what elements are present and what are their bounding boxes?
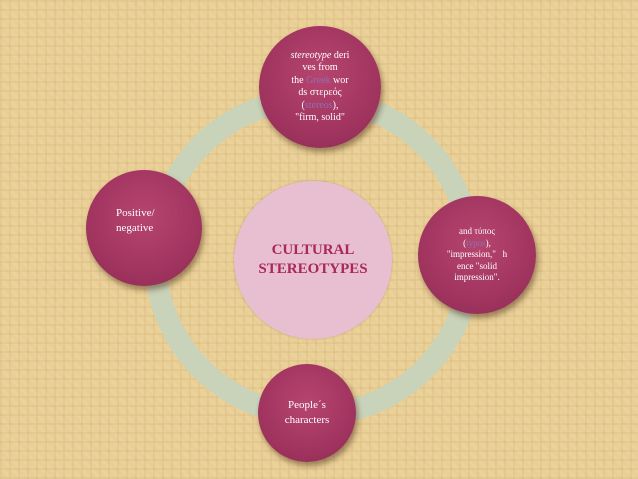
center-circle: CULTURAL STEREOTYPES bbox=[234, 181, 392, 339]
bottom-node-line2: characters bbox=[284, 414, 330, 426]
top-node-line4: ds στερεός bbox=[298, 87, 342, 98]
greek-link[interactable]: Greek bbox=[306, 74, 331, 86]
typos-link[interactable]: typos bbox=[466, 237, 486, 248]
right-node-line1: and τύπος bbox=[459, 226, 495, 237]
peoples-characters-node: People´s characters bbox=[258, 364, 356, 462]
right-node-line2: (typos), bbox=[463, 238, 491, 250]
term-stereotype: stereotype bbox=[290, 49, 332, 61]
bottom-node-line1: People´s bbox=[288, 399, 326, 411]
top-node-line3-post: wor bbox=[330, 74, 349, 86]
left-node-line2: negative bbox=[116, 222, 154, 234]
top-node-line5-post: ), bbox=[332, 99, 339, 111]
top-node-line5: (stereos), bbox=[302, 100, 339, 113]
etymology-typos-node: and τύπος (typos), "impression," h ence … bbox=[418, 196, 536, 314]
left-node-line1: Positive/ bbox=[116, 207, 155, 219]
top-node-line2: ves from bbox=[302, 62, 338, 73]
top-node-line3-pre: the bbox=[291, 74, 307, 86]
positive-negative-node: Positive/ negative bbox=[86, 170, 202, 286]
right-node-line3: "impression," h bbox=[446, 249, 508, 260]
center-title-line1: CULTURAL bbox=[271, 242, 355, 258]
top-node-line3: the Greek wor bbox=[291, 75, 348, 88]
top-node-line5-pre: ( bbox=[301, 99, 305, 111]
right-node-line4: ence "solid bbox=[457, 260, 497, 271]
center-title-line2: STEREOTYPES bbox=[258, 261, 368, 277]
right-node-line5: impression". bbox=[454, 272, 500, 283]
right-node-line2-post: ), bbox=[485, 237, 491, 248]
stereos-link[interactable]: stereos bbox=[304, 99, 333, 111]
right-node-line2-pre: ( bbox=[463, 237, 467, 248]
etymology-stereos-node: stereotype deri ves from the Greek wor d… bbox=[259, 26, 381, 148]
top-node-line1: stereotype deri bbox=[291, 50, 350, 63]
top-node-line1-rest: deri bbox=[331, 49, 350, 61]
top-node-line6: "firm, solid" bbox=[295, 112, 345, 123]
